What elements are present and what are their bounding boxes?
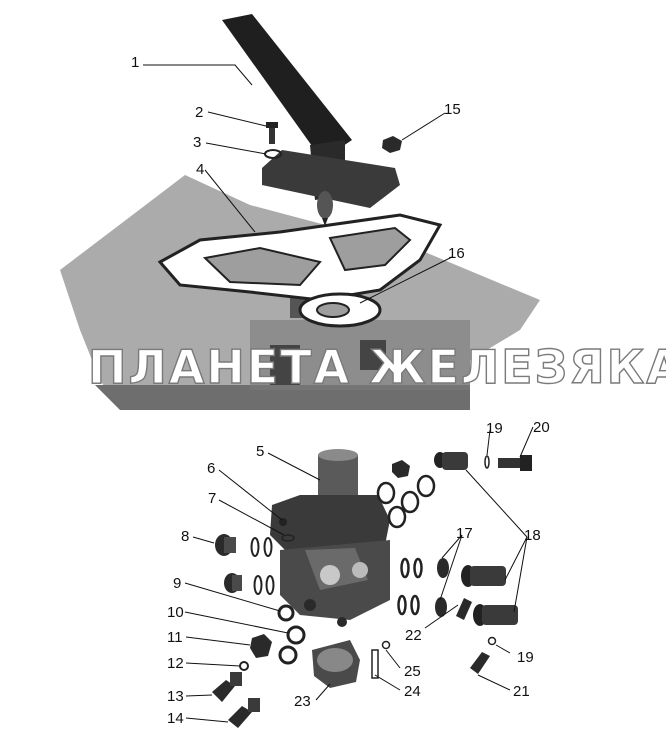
callout-18: 18	[524, 527, 541, 544]
o-rings-17	[376, 474, 436, 616]
washer-19-low	[487, 636, 497, 646]
callout-5: 5	[256, 443, 264, 460]
fitting-11	[250, 634, 272, 658]
bolt	[266, 122, 278, 144]
callout-24: 24	[404, 683, 421, 700]
plug-left	[215, 534, 236, 556]
callout-2: 2	[195, 104, 203, 121]
leader-lines	[143, 64, 534, 723]
banjo-fitting-mid	[461, 565, 506, 587]
callout-19-low: 19	[517, 649, 534, 666]
callout-19-top: 19	[486, 420, 503, 437]
nut-upper-right	[392, 460, 410, 478]
callout-17: 17	[456, 525, 473, 542]
callout-1: 1	[131, 54, 139, 71]
o-rings-left	[250, 537, 275, 595]
tube-fitting-13	[212, 672, 242, 702]
callout-4: 4	[196, 161, 204, 178]
callout-22: 22	[405, 627, 422, 644]
plug-right-upper	[437, 558, 449, 578]
gasket	[157, 213, 443, 302]
body-bolt-head	[279, 518, 287, 526]
body-washer	[281, 534, 295, 542]
callout-16: 16	[448, 245, 465, 262]
tube-fitting-14	[228, 698, 260, 728]
fitting-22	[456, 598, 472, 620]
callout-labels: 1 2 3 4 15 16 5 6 7 8 9 10 11 12 13 14 1…	[131, 54, 550, 727]
callout-7: 7	[208, 490, 216, 507]
callout-23: 23	[294, 693, 311, 710]
plug-left-lower	[224, 573, 242, 593]
small-gasket	[298, 292, 382, 328]
callout-13: 13	[167, 688, 184, 705]
callout-6: 6	[207, 460, 215, 477]
pin-24	[371, 649, 379, 679]
callout-9: 9	[173, 575, 181, 592]
callout-8: 8	[181, 528, 189, 545]
callout-3: 3	[193, 134, 201, 151]
watermark: ПЛАНЕТА ЖЕЛЕЗЯКА	[88, 340, 666, 394]
plug-right-lower	[435, 597, 447, 617]
callout-10: 10	[167, 604, 184, 621]
callout-14: 14	[167, 710, 184, 727]
nut	[382, 136, 402, 153]
callout-21: 21	[513, 683, 530, 700]
banjo-fitting-top	[434, 452, 468, 470]
callout-15: 15	[444, 101, 461, 118]
small-ring-12	[239, 661, 249, 671]
brake-valve-body	[270, 449, 390, 627]
rings-9-10	[277, 604, 306, 665]
banjo-fitting-low	[473, 604, 518, 626]
cap-23	[312, 640, 360, 688]
tube-fitting-21	[470, 652, 490, 674]
pedal-lever	[222, 14, 400, 226]
washer-25	[381, 640, 391, 650]
banjo-bolt	[498, 455, 532, 471]
callout-12: 12	[167, 655, 184, 672]
callout-25: 25	[404, 663, 421, 680]
callout-11: 11	[167, 629, 183, 646]
washer-19-top	[484, 455, 490, 469]
callout-20: 20	[533, 419, 550, 436]
